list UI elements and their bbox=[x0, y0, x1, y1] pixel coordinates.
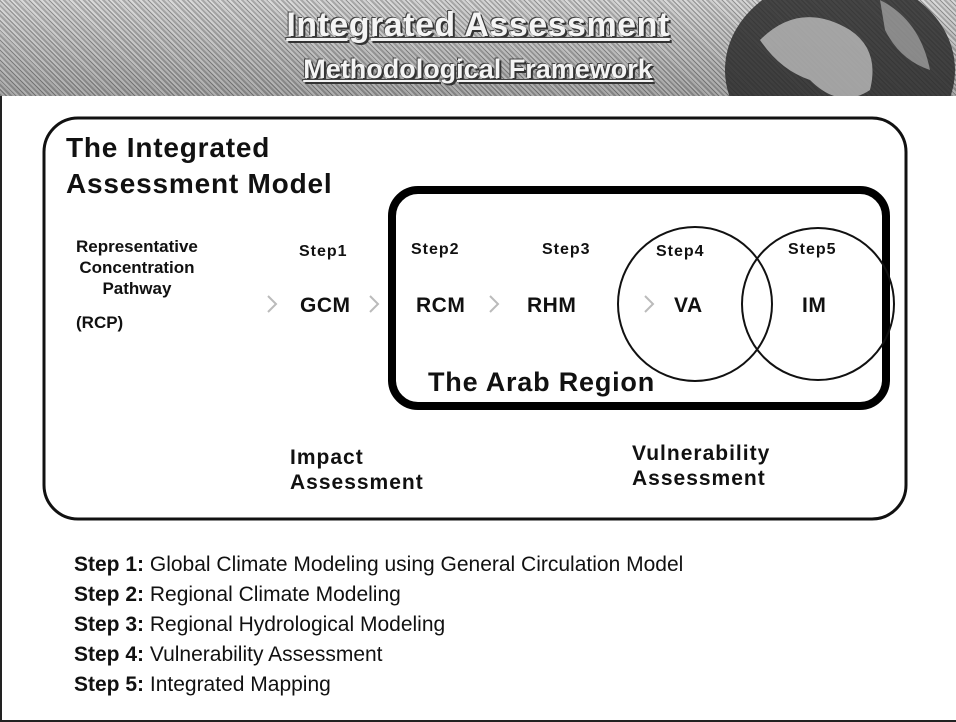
legend-step-text: Integrated Mapping bbox=[149, 673, 331, 696]
legend-step-text: Regional Hydrological Modeling bbox=[149, 613, 446, 636]
steps-legend: Step 1: Global Climate Modeling using Ge… bbox=[74, 550, 683, 700]
legend-item: Step 4: Vulnerability Assessment bbox=[74, 640, 683, 670]
legend-step-label: Step 5: bbox=[74, 673, 145, 696]
legend-step-label: Step 1: bbox=[74, 553, 145, 576]
arrow-to-rcm bbox=[369, 295, 380, 313]
header-banner: Integrated Assessment Methodological Fra… bbox=[0, 0, 956, 96]
rhm-label: RHM bbox=[527, 294, 577, 317]
legend-item: Step 3: Regional Hydrological Modeling bbox=[74, 610, 683, 640]
arab-region-box bbox=[388, 186, 890, 410]
model-title: The Integrated Assessment Model bbox=[66, 130, 332, 202]
legend-item: Step 5: Integrated Mapping bbox=[74, 670, 683, 700]
impact-line1: Impact bbox=[290, 446, 364, 469]
arab-region-label: The Arab Region bbox=[428, 367, 656, 397]
rcp-abbr: (RCP) bbox=[76, 313, 124, 332]
arrow-to-gcm bbox=[267, 295, 278, 313]
step4-circle bbox=[617, 226, 773, 382]
step5-circle bbox=[741, 227, 895, 381]
flow-arrows bbox=[267, 295, 655, 313]
arrow-to-rhm bbox=[489, 295, 500, 313]
model-outer-box bbox=[42, 116, 908, 521]
legend-step-label: Step 4: bbox=[74, 643, 145, 666]
legend-item: Step 2: Regional Climate Modeling bbox=[74, 580, 683, 610]
impact-assessment-label: Impact Assessment bbox=[290, 445, 424, 495]
model-title-line2: Assessment Model bbox=[66, 168, 333, 199]
vulnerability-line1: Vulnerability bbox=[632, 442, 771, 465]
vulnerability-line2: Assessment bbox=[632, 467, 766, 490]
legend-step-label: Step 3: bbox=[74, 613, 145, 636]
step1-label: Step1 bbox=[299, 243, 348, 260]
arrow-to-va bbox=[644, 295, 655, 313]
slide-frame bbox=[0, 96, 956, 722]
step4-label: Step4 bbox=[656, 243, 705, 260]
step5-label: Step5 bbox=[788, 241, 837, 258]
vulnerability-assessment-label: Vulnerability Assessment bbox=[632, 441, 770, 491]
step3-label: Step3 bbox=[542, 241, 591, 258]
page-subtitle: Methodological Framework bbox=[303, 54, 653, 84]
rcp-line2: Concentration bbox=[79, 258, 195, 277]
model-title-line1: The Integrated bbox=[66, 132, 271, 163]
rcp-label: Representative Concentration Pathway bbox=[76, 236, 198, 299]
globe-icon bbox=[725, 0, 955, 96]
gcm-label: GCM bbox=[300, 294, 351, 317]
legend-item: Step 1: Global Climate Modeling using Ge… bbox=[74, 550, 683, 580]
legend-step-text: Global Climate Modeling using General Ci… bbox=[149, 553, 684, 576]
page-title: Integrated Assessment bbox=[286, 6, 670, 44]
rcp-line1: Representative bbox=[76, 237, 198, 256]
legend-step-label: Step 2: bbox=[74, 583, 145, 606]
step2-label: Step2 bbox=[411, 241, 460, 258]
rcm-label: RCM bbox=[416, 294, 466, 317]
va-label: VA bbox=[674, 294, 703, 317]
im-label: IM bbox=[802, 294, 827, 317]
impact-line2: Assessment bbox=[290, 471, 424, 494]
legend-step-text: Vulnerability Assessment bbox=[149, 643, 383, 666]
rcp-line3: Pathway bbox=[102, 279, 172, 298]
legend-step-text: Regional Climate Modeling bbox=[149, 583, 401, 606]
